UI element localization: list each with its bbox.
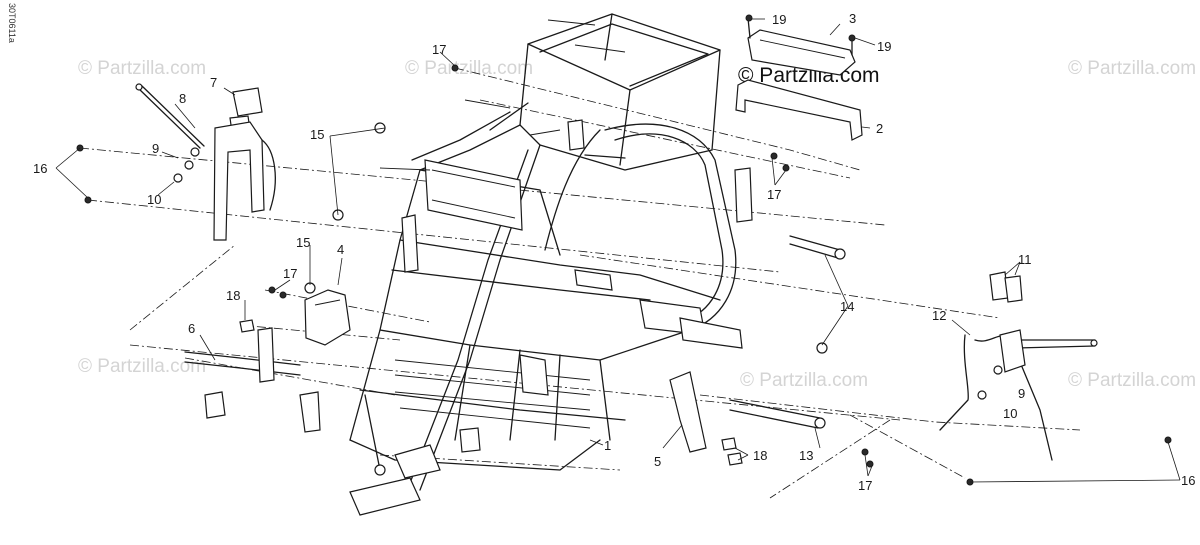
watermark-text: © Partzilla.com xyxy=(405,58,533,79)
callout-17-right: 17 xyxy=(767,187,781,202)
callout-7: 7 xyxy=(210,75,217,90)
main-frame xyxy=(299,13,753,516)
callout-6: 6 xyxy=(188,321,195,336)
diagram-code: 30T0611a xyxy=(7,3,17,43)
callout-12: 12 xyxy=(932,308,946,323)
callout-10-left: 10 xyxy=(147,192,161,207)
right-seat-belt-assembly xyxy=(939,271,1098,461)
callout-4: 4 xyxy=(337,242,344,257)
callout-1: 1 xyxy=(604,438,611,453)
callout-14: 14 xyxy=(840,299,854,314)
callout-9-left: 9 xyxy=(152,141,159,156)
watermark-text: © Partzilla.com xyxy=(1068,58,1196,79)
bracket-5 xyxy=(669,371,707,453)
fasteners xyxy=(76,64,1172,486)
callout-19-left: 19 xyxy=(772,12,786,27)
callout-17-top: 17 xyxy=(432,42,446,57)
bracket-4 xyxy=(304,289,351,346)
watermark-text: © Partzilla.com xyxy=(78,58,206,79)
watermark-text: © Partzilla.com xyxy=(1068,370,1196,391)
callout-16-left: 16 xyxy=(33,161,47,176)
callout-18-right: 18 xyxy=(753,448,767,463)
callout-8: 8 xyxy=(179,91,186,106)
callout-11: 11 xyxy=(1018,252,1032,267)
callout-15-mid: 15 xyxy=(296,235,310,250)
bracket-6 xyxy=(184,327,301,419)
callout-13: 13 xyxy=(799,448,813,463)
watermarks: © Partzilla.com © Partzilla.com © Partzi… xyxy=(78,58,1196,391)
callout-19-right: 19 xyxy=(877,39,891,54)
left-seat-belt-assembly xyxy=(135,83,276,241)
callout-17-mid: 17 xyxy=(283,266,297,281)
callout-9-right: 9 xyxy=(1018,386,1025,401)
callout-3: 3 xyxy=(849,11,856,26)
watermark-text: © Partzilla.com xyxy=(78,356,206,377)
bolts-13-14 xyxy=(729,235,846,429)
callout-15-top: 15 xyxy=(310,127,324,142)
upper-bracket-assembly xyxy=(735,14,863,141)
callout-18-left: 18 xyxy=(226,288,240,303)
leader-lines xyxy=(55,18,1181,483)
callout-10-right: 10 xyxy=(1003,406,1017,421)
callout-16-right: 16 xyxy=(1181,473,1195,488)
callout-5: 5 xyxy=(654,454,661,469)
callout-17-bottom: 17 xyxy=(858,478,872,493)
callouts: 1 2 3 4 5 6 7 8 9 10 11 12 9 10 13 14 15… xyxy=(33,11,1195,493)
callout-2: 2 xyxy=(876,121,883,136)
watermark-text: © Partzilla.com xyxy=(740,370,868,391)
